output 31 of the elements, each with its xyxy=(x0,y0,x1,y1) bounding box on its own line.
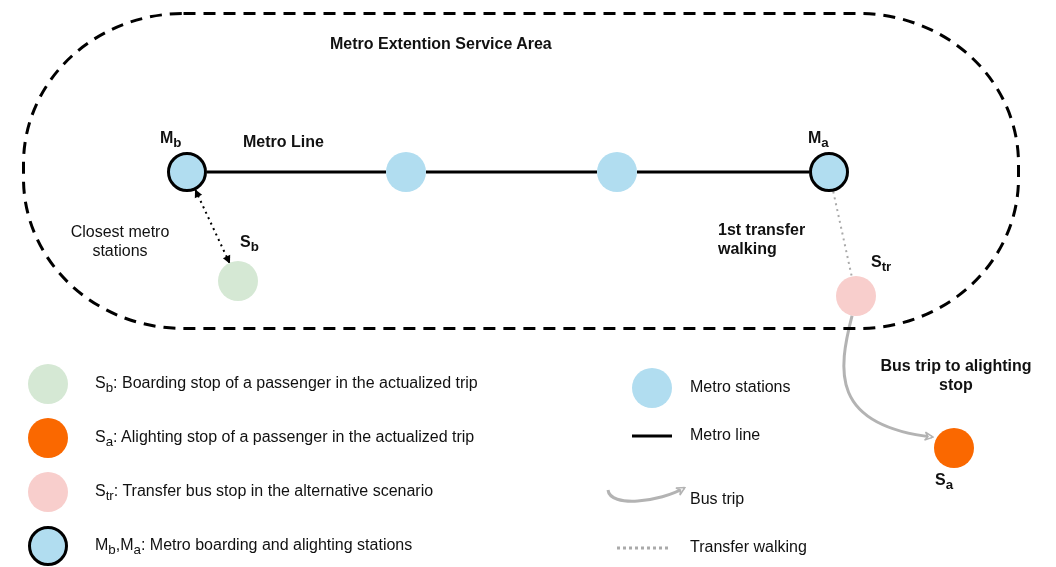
station-circle xyxy=(809,152,849,192)
station-circle xyxy=(597,152,637,192)
edge-label: 1st transfer walking xyxy=(718,220,807,259)
walking-path xyxy=(832,190,853,278)
arrow xyxy=(842,315,934,441)
stop-label: S$_{a}$ xyxy=(935,470,954,494)
legend-text: M$_{b}$,M$_{a}$: Metro boarding and alighting stations xyxy=(95,535,413,559)
legend-text: Transfer walking xyxy=(690,537,807,557)
edge-label: Metro Line xyxy=(243,132,324,152)
stop-label: M$_{b}$ xyxy=(160,128,182,152)
area-title: Metro Extention Service Area xyxy=(330,34,552,54)
stop-circle xyxy=(934,428,974,468)
edge-label: Bus trip to alighting stop xyxy=(879,356,1033,395)
arrow xyxy=(194,189,231,264)
stop-circle xyxy=(836,276,876,316)
legend-text: S$_{b}$: Boarding stop of a passenger in the actualized trip xyxy=(95,373,478,397)
legend-text: S$_{a}$: Alighting stop of a passenger in the actualized trip xyxy=(95,427,475,451)
stop-label: S$_{tr}$ xyxy=(871,252,892,276)
metro-line xyxy=(426,170,597,174)
legend-text: Bus trip xyxy=(690,489,745,509)
metro-line xyxy=(207,170,386,174)
metro-line xyxy=(637,170,809,174)
stop-label: M$_{a}$ xyxy=(808,128,829,152)
stop-circle xyxy=(218,261,258,301)
legend-text: Metro line xyxy=(690,425,761,445)
legend-text: S$_{tr}$: Transfer bus stop in the alternative scenario xyxy=(95,481,434,505)
station-circle xyxy=(167,152,207,192)
station-circle xyxy=(386,152,426,192)
legend-text: Metro stations xyxy=(690,377,791,397)
edge-label: Closest metro stations xyxy=(70,222,170,261)
stop-label: S$_{b}$ xyxy=(240,232,259,256)
